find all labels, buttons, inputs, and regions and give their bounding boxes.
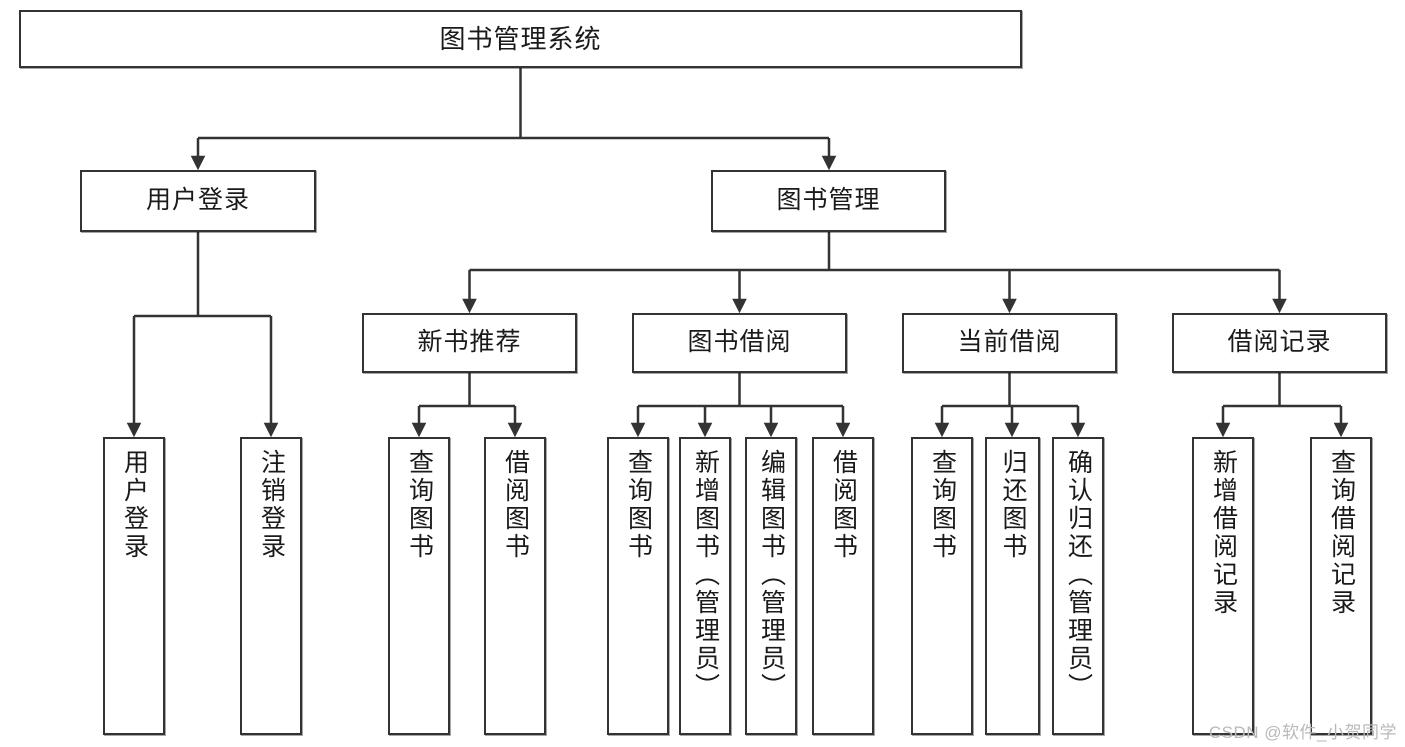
node-label: 确认归还（管理员） xyxy=(1064,449,1093,701)
node-leaf-query-book-borrow[interactable]: 查询图书 xyxy=(607,437,669,735)
node-borrow-record[interactable]: 借阅记录 xyxy=(1172,313,1387,373)
node-label: 用户登录 xyxy=(145,186,250,215)
node-label: 查询图书 xyxy=(405,449,434,561)
node-label: 图书管理 xyxy=(776,186,881,215)
node-new-book-recommend[interactable]: 新书推荐 xyxy=(362,313,577,373)
node-label: 当前借阅 xyxy=(957,328,1062,357)
node-leaf-add-borrow-record[interactable]: 新增借阅记录 xyxy=(1192,437,1254,735)
node-label: 用户登录 xyxy=(120,449,149,561)
node-leaf-borrow-book[interactable]: 借阅图书 xyxy=(812,437,874,735)
node-label: 编辑图书（管理员） xyxy=(757,449,786,701)
node-leaf-query-book-recommend[interactable]: 查询图书 xyxy=(388,437,450,735)
node-label: 注销登录 xyxy=(257,449,286,561)
node-label: 借阅记录 xyxy=(1227,328,1332,357)
node-current-borrow[interactable]: 当前借阅 xyxy=(902,313,1117,373)
node-label: 查询图书 xyxy=(928,449,957,561)
node-leaf-borrow-book-recommend[interactable]: 借阅图书 xyxy=(484,437,546,735)
node-leaf-user-login[interactable]: 用户登录 xyxy=(103,437,165,735)
node-label: 新书推荐 xyxy=(417,328,522,357)
node-leaf-confirm-return-admin[interactable]: 确认归还（管理员） xyxy=(1052,437,1104,735)
node-leaf-add-book-admin[interactable]: 新增图书（管理员） xyxy=(679,437,731,735)
node-leaf-logout[interactable]: 注销登录 xyxy=(240,437,302,735)
node-label: 借阅图书 xyxy=(829,449,858,561)
node-label: 新增图书（管理员） xyxy=(691,449,720,701)
node-book-borrow[interactable]: 图书借阅 xyxy=(632,313,847,373)
node-label: 归还图书 xyxy=(999,449,1027,561)
node-leaf-query-borrow-record[interactable]: 查询借阅记录 xyxy=(1310,437,1372,735)
node-root-book-management-system[interactable]: 图书管理系统 xyxy=(19,10,1022,68)
node-leaf-query-book-current[interactable]: 查询图书 xyxy=(911,437,973,735)
node-label: 查询图书 xyxy=(624,449,653,561)
node-label: 新增借阅记录 xyxy=(1209,449,1238,617)
node-leaf-edit-book-admin[interactable]: 编辑图书（管理员） xyxy=(745,437,797,735)
node-label: 图书借阅 xyxy=(687,328,792,357)
watermark-csdn: CSDN @软件_小贺同学 xyxy=(1208,723,1397,742)
node-label: 图书管理系统 xyxy=(439,23,602,54)
node-leaf-return-book[interactable]: 归还图书 xyxy=(985,437,1040,735)
node-book-manage[interactable]: 图书管理 xyxy=(711,170,946,232)
node-label: 查询借阅记录 xyxy=(1327,449,1356,617)
node-label: 借阅图书 xyxy=(501,449,530,561)
node-user-login[interactable]: 用户登录 xyxy=(80,170,316,232)
